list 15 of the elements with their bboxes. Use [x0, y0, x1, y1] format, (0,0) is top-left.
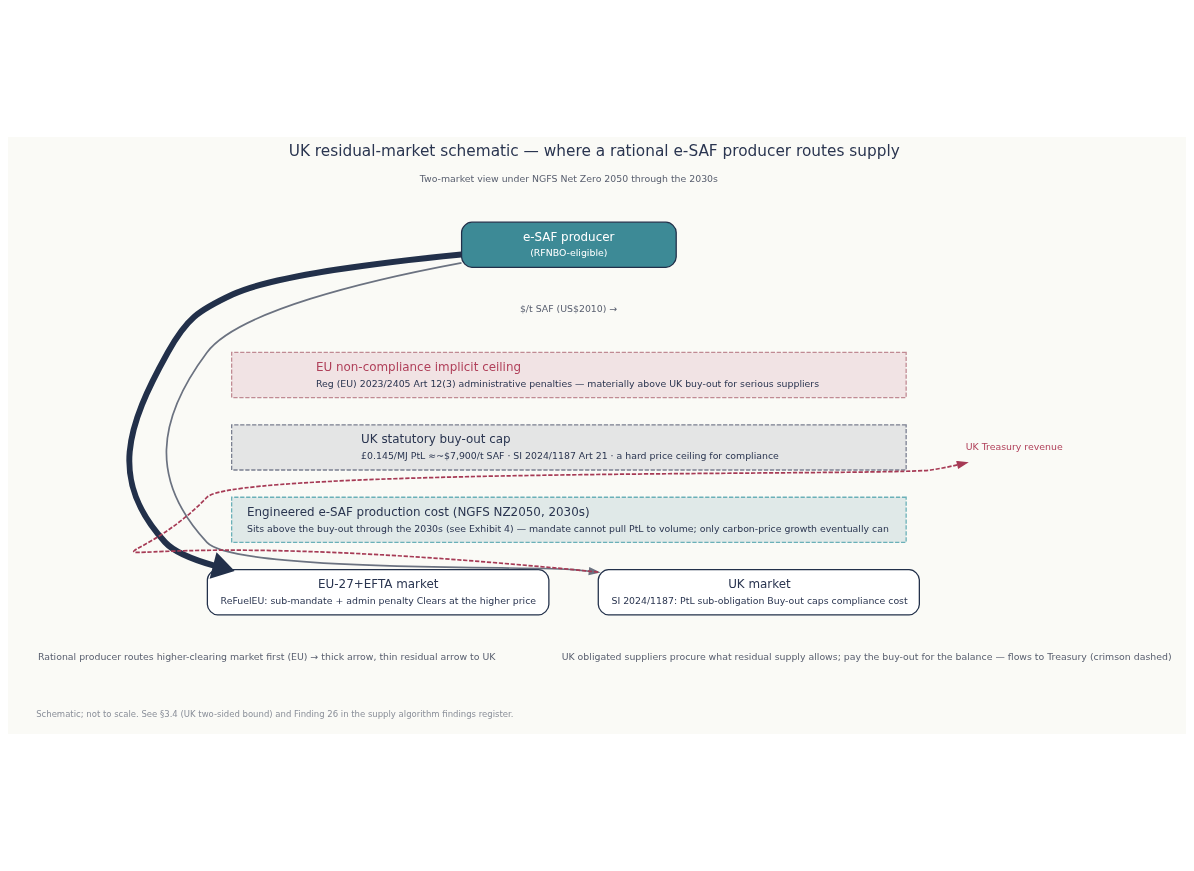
node-box: EU-27+EFTA market ReFuelEU: sub-mandate + admin penalty Clears at the higher price	[206, 569, 550, 616]
label: $/t SAF (US$2010) →	[519, 303, 618, 315]
node-box: EU non-compliance implicit ceiling Reg (EU) 2023/2405 Art 12(3) administrative penalties — materially above UK buy-out for serious suppliers	[231, 351, 907, 399]
node-box: e-SAF producer (RFNBO-eligible)	[460, 221, 677, 268]
node-box: Engineered e-SAF production cost (NGFS NZ2050, 2030s) Sits above the buy-out through the 2030s (see Exhibit 4) — mandate cannot pull PtL to volume; only carbon-price growth eventually can	[231, 496, 907, 543]
node-box: UK market SI 2024/1187: PtL sub-obligation Buy-out caps compliance cost	[597, 569, 920, 616]
arrow	[126, 251, 462, 579]
arrow	[134, 460, 969, 573]
caption: Schematic; not to scale. See §3.4 (UK two-sided bound) and Finding 26 in the supply algorithm findings register.	[36, 709, 514, 720]
node-box: UK statutory buy-out cap £0.145/MJ PtL ≈~$7,900/t SAF · SI 2024/1187 Art 21 · a hard price ceiling for compliance	[231, 424, 907, 471]
label: UK obligated suppliers procure what residual supply allows; pay the buy-out for the balance — flows to Treasury (crimson dashed)	[561, 650, 1172, 662]
diagram-title: UK residual-market schematic — where a rational e-SAF producer routes supply	[288, 142, 900, 161]
label: Two-market view under NGFS Net Zero 2050 through the 2030s	[419, 172, 718, 184]
node-text: UK Treasury revenue	[965, 440, 1063, 452]
label: Rational producer routes higher-clearing market first (EU) → thick arrow, thin residual arrow to UK	[37, 650, 496, 662]
